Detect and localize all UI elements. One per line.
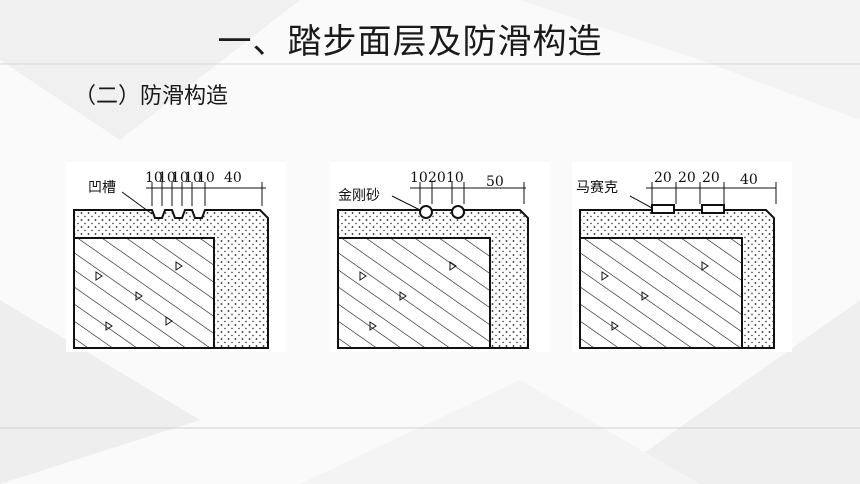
dim-groove-4: 10 [184,170,202,186]
dim-groove-6: 40 [224,170,242,186]
slide-title: 一、踏步面层及防滑构造 [217,22,603,62]
emery-strip-1 [419,205,433,219]
figure-groove: 凹槽 10 10 10 10 10 40 [66,162,286,352]
dim-groove-2: 10 [158,170,176,186]
dim-emery-3: 10 [446,170,464,186]
dim-emery-4: 50 [486,174,504,190]
figure-emery: 金刚砂 10 20 10 50 [330,162,550,352]
dim-emery-1: 10 [410,170,428,186]
concrete-core [337,237,491,349]
dim-groove-3: 10 [171,170,189,186]
mosaic-tile-2 [701,204,725,214]
dim-mosaic-2: 20 [678,170,696,186]
dim-groove-5: 10 [197,170,215,186]
dim-mosaic-4: 40 [740,172,758,188]
emery-strip-2 [451,205,465,219]
label-groove: 凹槽 [88,180,116,196]
dim-mosaic-3: 20 [702,170,720,186]
mosaic-tile-1 [651,204,675,214]
dim-groove-1: 10 [145,170,163,186]
label-emery: 金刚砂 [338,188,380,204]
concrete-core [73,237,215,349]
label-mosaic: 马赛克 [576,180,618,196]
section-subtitle: （二）防滑构造 [74,84,229,109]
dim-emery-2: 20 [428,170,446,186]
figure-mosaic: 马赛克 20 20 20 40 [572,162,792,352]
dim-mosaic-1: 20 [654,170,672,186]
concrete-core [579,237,743,349]
